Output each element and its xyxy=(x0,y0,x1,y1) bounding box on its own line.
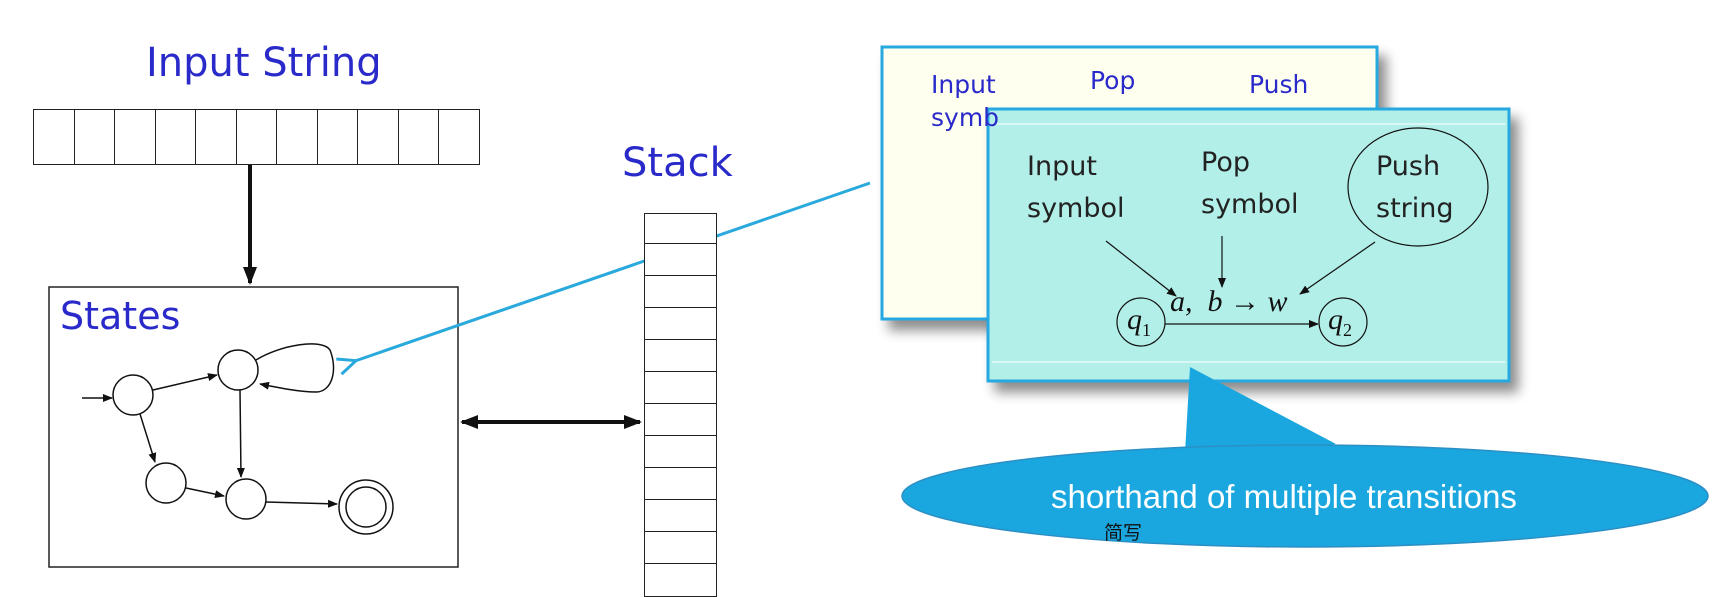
pop-symbol-label: Pop symbol xyxy=(1201,147,1299,220)
input-string-label: Input String xyxy=(146,40,382,86)
state-q2 xyxy=(1318,297,1368,347)
callout-note: 简写 xyxy=(1104,522,1143,544)
push-string-label: Push string xyxy=(1376,151,1454,224)
front-card xyxy=(986,107,1511,383)
stack-cell xyxy=(644,403,717,437)
stack-cell xyxy=(644,213,717,245)
input-tape-cell xyxy=(276,109,318,165)
back-card-pop-label: Pop xyxy=(1090,66,1136,95)
states-label: States xyxy=(60,294,181,338)
stack-cell xyxy=(644,499,717,533)
input-tape-cell xyxy=(397,109,440,165)
push-string-ellipse xyxy=(1347,127,1489,247)
stack-label: Stack xyxy=(622,140,733,186)
stack-cell xyxy=(644,435,717,469)
mini-automaton xyxy=(82,343,394,535)
state-q1 xyxy=(1116,297,1166,347)
input-tape-cell xyxy=(316,109,359,165)
state-q2-label: q2 xyxy=(1328,303,1352,340)
automaton-state xyxy=(225,478,267,520)
automaton-state xyxy=(217,349,259,391)
input-tape-cell xyxy=(114,109,156,165)
stack-cell xyxy=(644,531,717,565)
input-symbol-label: Input symbol xyxy=(1027,151,1125,224)
transition-diagram xyxy=(1105,127,1489,347)
back-card-push-label: Push xyxy=(1249,70,1309,99)
stack-cell xyxy=(644,563,717,597)
automaton-state xyxy=(112,374,154,416)
stack-cell xyxy=(644,371,717,405)
input-tape-cell xyxy=(73,109,116,165)
state-q1-label: q1 xyxy=(1127,303,1151,340)
stack-cell xyxy=(644,307,717,341)
input-tape-cell xyxy=(235,109,278,165)
input-tape-cell xyxy=(195,109,237,165)
input-tape-cell xyxy=(438,109,480,165)
stack-cell xyxy=(644,275,717,309)
automaton-state xyxy=(145,462,187,504)
pointer-arrow xyxy=(355,181,871,361)
callout-text: shorthand of multiple transitions xyxy=(1051,478,1517,515)
diagram-canvas xyxy=(48,45,1709,568)
back-card-input-label: Input symb xyxy=(931,70,1000,132)
input-tape-cell xyxy=(33,109,75,165)
callout-bubble xyxy=(901,367,1709,548)
stack-cell xyxy=(644,243,717,277)
stack-cell xyxy=(644,467,717,501)
transition-label: a, b → w xyxy=(1170,285,1288,318)
input-tape-cell xyxy=(154,109,197,165)
stack-cell xyxy=(644,339,717,373)
input-tape-cell xyxy=(357,109,399,165)
